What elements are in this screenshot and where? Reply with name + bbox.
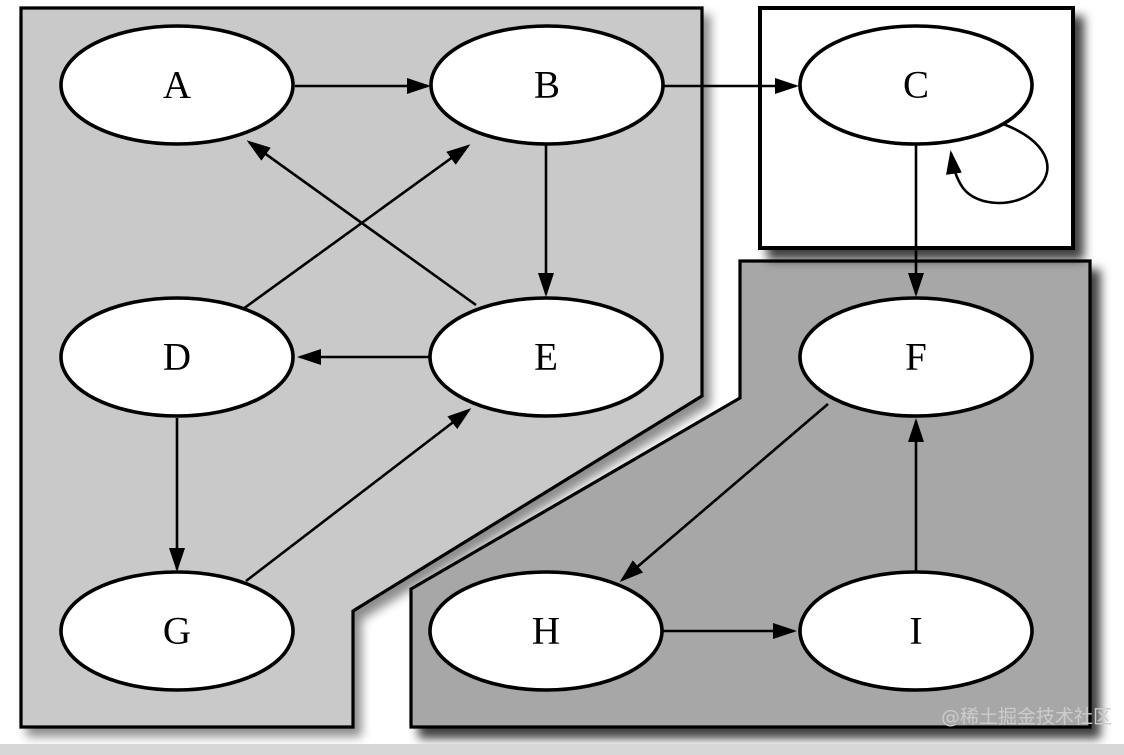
node-D-shape bbox=[59, 296, 295, 418]
node-A: A bbox=[59, 24, 295, 146]
edge-F-to-H bbox=[619, 403, 829, 582]
bottom-strip bbox=[0, 744, 1124, 755]
node-D: D bbox=[59, 296, 295, 418]
node-C-label: C bbox=[903, 64, 929, 107]
node-H-shape bbox=[428, 570, 664, 692]
node-B-label: B bbox=[534, 64, 560, 107]
node-B: B bbox=[429, 24, 665, 146]
node-F: F bbox=[798, 296, 1034, 418]
node-C: C bbox=[798, 24, 1034, 146]
node-I-label: I bbox=[910, 610, 923, 653]
node-H: H bbox=[428, 570, 664, 692]
region-left-light-region bbox=[19, 6, 704, 729]
node-I: I bbox=[798, 570, 1034, 692]
node-C-shape bbox=[798, 24, 1034, 146]
edge-D-to-B bbox=[242, 144, 471, 311]
node-I-shape bbox=[798, 570, 1034, 692]
node-E: E bbox=[428, 296, 664, 418]
node-H-label: H bbox=[532, 610, 560, 653]
edge-E-to-A bbox=[246, 140, 477, 307]
node-D-label: D bbox=[163, 336, 191, 379]
node-F-shape bbox=[798, 296, 1034, 418]
edge-G-to-E bbox=[245, 408, 472, 583]
node-E-label: E bbox=[534, 336, 558, 379]
node-E-shape bbox=[428, 296, 664, 418]
node-G: G bbox=[59, 570, 295, 692]
edges-layer bbox=[169, 78, 1049, 639]
node-A-shape bbox=[59, 24, 295, 146]
nodes-layer: A B C D E F G H I bbox=[59, 24, 1034, 692]
node-G-label: G bbox=[163, 610, 191, 653]
node-G-shape bbox=[59, 570, 295, 692]
node-A-label: A bbox=[163, 64, 191, 107]
node-F-label: F bbox=[905, 336, 927, 379]
node-B-shape bbox=[429, 24, 665, 146]
edge-C-to-C bbox=[946, 122, 1049, 205]
decoration-layer bbox=[0, 744, 1124, 755]
